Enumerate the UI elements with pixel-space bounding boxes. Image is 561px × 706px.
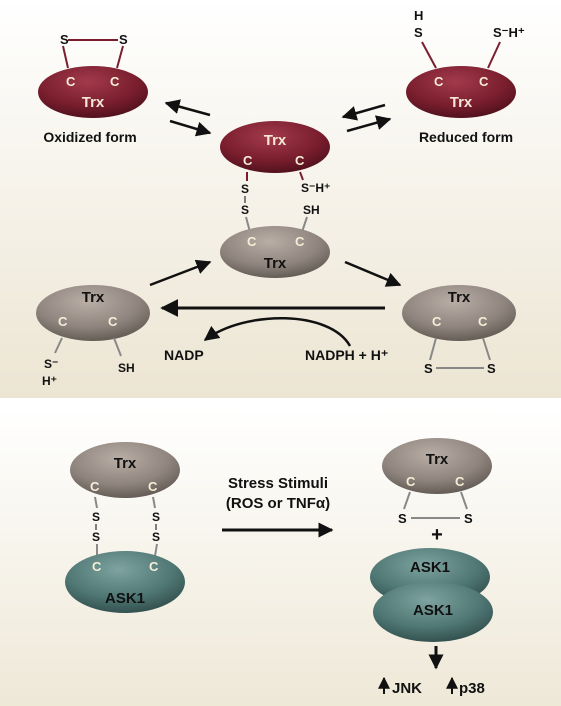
right-trx-ellipse (402, 285, 516, 341)
nadph-label: NADPH + H⁺ (305, 347, 388, 363)
left-sh-right: SH (118, 361, 135, 375)
right-trx-label: Trx (448, 289, 471, 306)
oxidized-trx-label: Trx (82, 94, 105, 111)
complex-trx: Trx C C (70, 442, 180, 498)
center-cys-right: C (295, 153, 305, 168)
reduced-s-right: S⁻H⁺ (493, 25, 525, 40)
plus-sign: + (431, 524, 443, 546)
complex-s1: S (92, 510, 100, 524)
complex-s4: S (152, 530, 160, 544)
ask1-dimer: ASK1 ASK1 (370, 548, 493, 642)
left-trx-label: Trx (82, 289, 105, 306)
complex-trx-label: Trx (114, 455, 137, 472)
center-bridge-s-upper: S (241, 182, 249, 196)
reduced-trx: H S S⁻H⁺ C C Trx (406, 8, 525, 118)
nadp-label: NADP (164, 347, 204, 363)
center-cys-left: C (243, 153, 253, 168)
right-cys-left: C (432, 314, 442, 329)
released-trx: Trx C C (382, 438, 492, 494)
oxidized-s-right: S (119, 32, 128, 47)
left-s-minus: S⁻ (44, 357, 58, 371)
reduced-cys-right: C (479, 74, 489, 89)
oxidized-trx: S S C C Trx (38, 32, 148, 118)
reduced-form-label: Reduced form (419, 129, 513, 145)
oxidized-s-left: S (60, 32, 69, 47)
oxidized-cys-left: C (66, 74, 76, 89)
center-s-right: S⁻H⁺ (301, 181, 330, 195)
released-s-right: S (464, 511, 473, 526)
oxidized-trx-ellipse (38, 66, 148, 118)
ask1-bottom-label: ASK1 (413, 602, 453, 619)
center-trx-label: Trx (264, 132, 287, 149)
arrow-center-to-right (344, 260, 402, 287)
right-s-right: S (487, 361, 496, 376)
left-cys-left: C (58, 314, 68, 329)
equilibrium-arrow-left-forward (169, 119, 212, 137)
complex-trx-cys-left: C (90, 479, 100, 494)
arrow-left-to-center (149, 259, 212, 287)
complex-ask1-cys-left: C (92, 559, 102, 574)
reduced-h-left: H (414, 8, 423, 23)
left-h-plus: H⁺ (42, 374, 57, 388)
p38-label: p38 (459, 680, 485, 697)
released-trx-ellipse (382, 438, 492, 494)
center-bridge-sh-right: SH (303, 203, 320, 217)
reduced-trx-ellipse (406, 66, 516, 118)
released-s-left: S (398, 511, 407, 526)
center-partner-cys-right: C (295, 234, 305, 249)
reduced-s-left: S (414, 25, 423, 40)
center-bridge-s-lower: S (241, 203, 249, 217)
equilibrium-arrow-right-forward (346, 115, 392, 133)
oxidized-form-label: Oxidized form (43, 129, 136, 145)
left-cys-right: C (108, 314, 118, 329)
stimuli-line1: Stress Stimuli (228, 475, 328, 492)
oxidized-cys-right: C (110, 74, 120, 89)
center-partner-ellipse (220, 226, 330, 278)
center-partner-trx: C C Trx (220, 226, 330, 278)
complex-trx-ellipse (70, 442, 180, 498)
center-partner-cys-left: C (247, 234, 257, 249)
reduced-trx-label: Trx (450, 94, 473, 111)
center-trx-ellipse (220, 121, 330, 173)
complex-ask1-ellipse (65, 551, 185, 613)
right-s-left: S (424, 361, 433, 376)
nadph-curve-arrow (203, 317, 352, 347)
ask1-top-label: ASK1 (410, 559, 450, 576)
left-trx: Trx C C (36, 285, 150, 341)
complex-ask1-cys-right: C (149, 559, 159, 574)
right-trx: Trx C C (402, 285, 516, 341)
equilibrium-arrow-left-back (164, 99, 211, 117)
complex-ask1-label: ASK1 (105, 590, 145, 607)
reduced-cys-left: C (434, 74, 444, 89)
right-cys-right: C (478, 314, 488, 329)
complex-ask1: C C ASK1 (65, 551, 185, 613)
stimuli-line2: (ROS or TNFα) (226, 495, 330, 512)
left-trx-ellipse (36, 285, 150, 341)
complex-s3: S (152, 510, 160, 524)
center-trx: Trx C C (220, 121, 330, 173)
released-cys-right: C (455, 474, 465, 489)
complex-s2: S (92, 530, 100, 544)
equilibrium-arrow-right-back (341, 103, 386, 121)
center-partner-label: Trx (264, 255, 287, 272)
released-cys-left: C (406, 474, 416, 489)
complex-trx-cys-right: C (148, 479, 158, 494)
jnk-label: JNK (392, 680, 422, 697)
panel-divider (0, 398, 561, 406)
ask1-bottom-ellipse (373, 582, 493, 642)
released-trx-label: Trx (426, 451, 449, 468)
